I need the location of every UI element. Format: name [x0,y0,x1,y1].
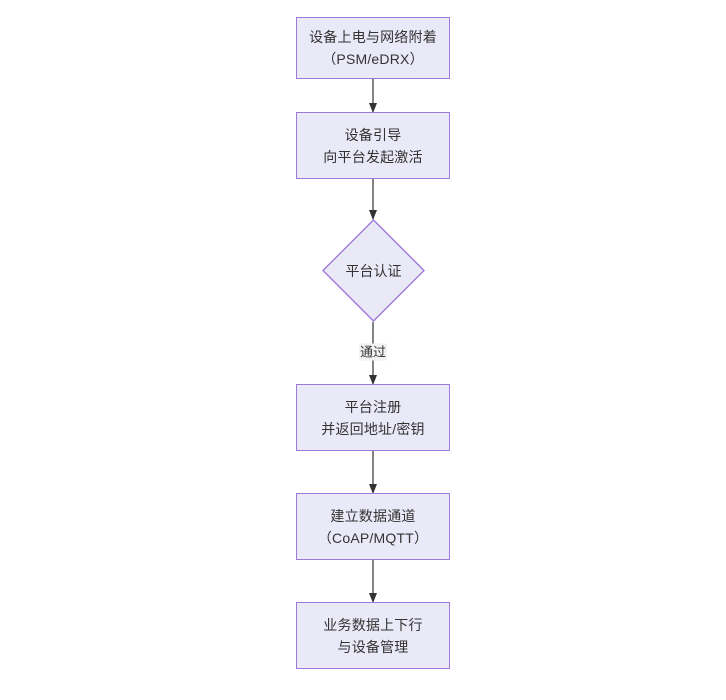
process-node-line: 设备引导 [344,126,402,143]
process-node-line: 建立数据通道 [330,507,416,524]
process-node-power-on[interactable]: 设备上电与网络附着 （PSM/eDRX） [296,17,450,79]
process-node-line: 与设备管理 [337,638,409,655]
process-node-platform-register[interactable]: 平台注册并返回地址/密钥 [296,384,450,451]
decision-node-platform-auth[interactable]: 平台认证 [322,219,425,322]
diamond-icon [322,219,425,322]
process-node-line: 平台注册 [344,398,402,415]
decision-node-label: 平台认证 [345,262,402,279]
process-node-line: 并返回地址/密钥 [321,420,425,437]
process-node-data-channel[interactable]: 建立数据通道 （CoAP/MQTT） [296,493,450,560]
process-node-business-data[interactable]: 业务数据上下行与设备管理 [296,602,450,669]
process-node-line: （CoAP/MQTT） [317,529,429,546]
process-node-bootstrap[interactable]: 设备引导向平台发起激活 [296,112,450,179]
edge-label: 通过 [358,343,388,361]
process-node-line: 设备上电与网络附着 [309,29,437,45]
process-node-line: 向平台发起激活 [323,148,423,165]
process-node-line: 业务数据上下行 [323,616,423,633]
process-node-line: （PSM/eDRX） [322,51,424,67]
